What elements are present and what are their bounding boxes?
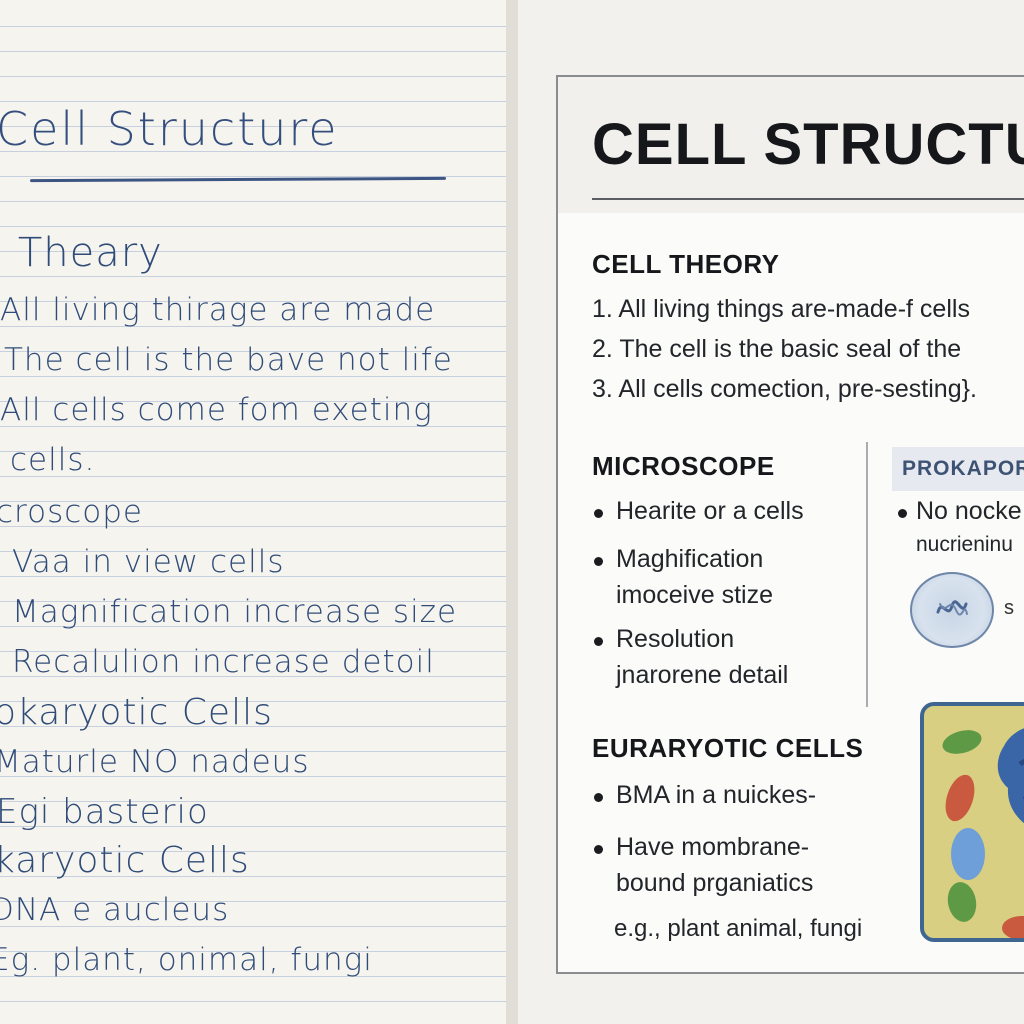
section-heading-prokaryotic: PROKAPOR bbox=[902, 457, 1024, 480]
microscope-item: Maghification bbox=[616, 545, 764, 573]
summary-card: CELL STRUCTU CELL THEORY 1. All living t… bbox=[556, 75, 1024, 974]
theory-item: 1. All living things are-made-f cells bbox=[592, 295, 970, 323]
microscope-item-cont: jnarorene detail bbox=[616, 661, 789, 689]
notes-line: i Theary bbox=[0, 230, 163, 276]
theory-item: 3. All cells comection, pre-sesting}. bbox=[592, 375, 977, 403]
prokaryote-cell-illustration bbox=[910, 572, 994, 648]
prokaryote-cell-label: s bbox=[1004, 597, 1014, 619]
bullet-dot bbox=[594, 793, 603, 802]
vacuole-icon bbox=[1002, 916, 1024, 938]
vesicle-icon bbox=[951, 828, 985, 880]
plant-cell-organelles bbox=[942, 728, 1024, 938]
notes-title: Cell Structure bbox=[0, 102, 339, 156]
summary-card-header bbox=[558, 77, 1024, 213]
notes-line: croscope bbox=[0, 494, 143, 530]
eukaryotic-item: Have mombrane- bbox=[616, 833, 810, 861]
microscope-item-cont: imoceive stize bbox=[616, 581, 773, 609]
notes-line: All living thirage are made bbox=[0, 292, 436, 328]
eukaryotic-item: BMA in a nuickes- bbox=[616, 781, 817, 809]
notes-line: Recalulion increase detoil bbox=[12, 644, 435, 680]
eukaryotic-item-cont: bound prganiatics bbox=[616, 869, 814, 897]
bullet-dot bbox=[898, 509, 907, 518]
page-gutter bbox=[506, 0, 518, 1024]
column-divider bbox=[866, 442, 868, 707]
section-heading-cell-theory: CELL THEORY bbox=[592, 249, 780, 279]
notes-line: Vaa in view cells bbox=[12, 544, 285, 580]
eukaryotic-example: e.g., plant animal, fungi bbox=[614, 915, 863, 942]
section-heading-eukaryotic: EURARYOTIC CELLS bbox=[592, 733, 864, 763]
bullet-dot bbox=[594, 509, 603, 518]
notes-title-underline bbox=[29, 176, 447, 183]
prokaryotic-item-cont: nucrieninu bbox=[916, 533, 1013, 556]
chloroplast-icon bbox=[947, 882, 977, 922]
notes-line: Eg. plant, onimal, fungi bbox=[0, 942, 373, 978]
prokaryotic-item: No nocke bbox=[916, 497, 1022, 525]
microscope-item: Resolution bbox=[616, 625, 735, 653]
dna-coil-icon bbox=[936, 600, 968, 616]
handwritten-notes-page: Cell Structure i Theary All living thira… bbox=[0, 0, 506, 1024]
prokaryotic-heading-box bbox=[892, 447, 1024, 491]
chloroplast-icon bbox=[942, 730, 982, 754]
vacuole-icon bbox=[945, 774, 975, 822]
bullet-dot bbox=[594, 845, 603, 854]
microscope-item: Hearite or a cells bbox=[616, 497, 804, 525]
notes-line: DNA e aucleus bbox=[0, 892, 230, 928]
notes-line: All cells come fom exeting bbox=[0, 392, 433, 428]
notes-line: Egi basterio bbox=[0, 792, 209, 832]
notes-line: okaryotic Cells bbox=[0, 692, 273, 733]
notes-line: The cell is the bave not life bbox=[4, 342, 453, 378]
printed-summary-page: CELL STRUCTU CELL THEORY 1. All living t… bbox=[518, 0, 1024, 1024]
nucleus-icon bbox=[997, 728, 1024, 824]
notes-line: Maturle NO nadeus bbox=[0, 744, 310, 780]
bullet-dot bbox=[594, 557, 603, 566]
plant-cell-illustration bbox=[920, 702, 1024, 942]
notes-line: karyotic Cells bbox=[0, 840, 250, 881]
theory-item: 2. The cell is the basic seal of the bbox=[592, 335, 962, 363]
notes-line: cells. bbox=[10, 442, 96, 478]
bullet-dot bbox=[594, 637, 603, 646]
notes-line: Magnification increase size bbox=[12, 594, 458, 630]
summary-title-rule bbox=[592, 198, 1024, 200]
summary-title: CELL STRUCTU bbox=[592, 112, 1024, 177]
section-heading-microscope: MICROSCOPE bbox=[592, 451, 775, 481]
